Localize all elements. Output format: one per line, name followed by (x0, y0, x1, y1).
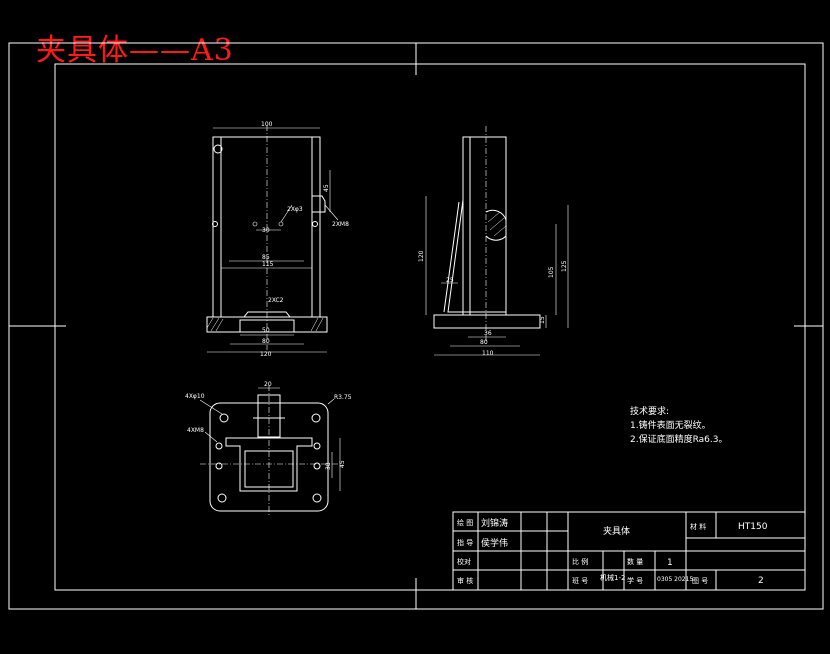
tb-class-value: 机械1-2 (600, 573, 625, 582)
dim-side-15: 15 (539, 316, 546, 324)
dim-front-50: 50 (262, 327, 270, 334)
dim-side-80: 80 (480, 339, 488, 346)
tb-qty-label: 数 量 (627, 557, 643, 566)
tech-requirements: 技术要求: 1.铸件表面无裂纹。 2.保证底面精度Ra6.3。 (630, 405, 727, 445)
dim-side-36: 36 (484, 330, 492, 337)
dim-side-105: 105 (548, 266, 555, 278)
tb-class-label: 班 号 (572, 576, 588, 585)
dim-side-110: 110 (482, 350, 494, 357)
tb-drawing-no-value: 2 (758, 576, 764, 586)
dim-front-85: 85 (262, 254, 270, 261)
tb-id-label: 学 号 (627, 576, 643, 585)
dim-side-25: 25 (446, 277, 454, 284)
tb-draw-label: 绘 图 (457, 518, 473, 527)
dim-front-100: 100 (261, 121, 273, 128)
dim-side-125: 125 (561, 260, 568, 272)
front-view: 100 45 2Xφ3 2XM8 30 85 115 2XC2 50 80 12… (206, 121, 349, 358)
dim-front-hole: 2Xφ3 (287, 206, 303, 213)
tech-item-2: 2.保证底面精度Ra6.3。 (630, 433, 727, 445)
dim-top-bolts: 4XM8 (187, 427, 204, 434)
dim-front-bolt: 2XM8 (332, 221, 349, 228)
dim-top-radius: R3.75 (334, 394, 352, 401)
tb-scale-label: 比 例 (572, 557, 588, 566)
dim-side-120: 120 (418, 250, 425, 262)
dim-front-120: 120 (260, 351, 272, 358)
tb-review-label: 审 核 (457, 576, 473, 585)
dim-top-20: 20 (264, 381, 272, 388)
dim-front-slot: 2XC2 (268, 297, 284, 304)
side-view: 120 105 125 25 15 36 80 110 (418, 126, 569, 357)
inner-frame (54, 63, 806, 591)
top-view: 20 4Xφ10 4XM8 R3.75 38 45 (185, 381, 352, 516)
centering-marks (9, 43, 823, 609)
tb-draw-name: 刘锦涛 (481, 517, 508, 529)
dim-front-115: 115 (262, 261, 274, 268)
dim-top-45: 45 (339, 460, 346, 468)
tb-check-label: 校对 (457, 557, 471, 566)
tb-material-value: HT150 (738, 522, 768, 532)
dim-front-80: 80 (262, 338, 270, 345)
tb-qty-value: 1 (667, 558, 673, 568)
tb-part-name: 夹具体 (603, 525, 630, 537)
tech-item-1: 1.铸件表面无裂纹。 (630, 419, 711, 431)
tb-guide-label: 指 导 (457, 538, 473, 547)
title-block: 绘 图 刘锦涛 指 导 侯学伟 校对 审 核 夹具体 材 料 HT150 比 例… (452, 511, 806, 591)
dim-top-holes: 4Xφ10 (185, 393, 205, 400)
tb-drawing-no-label: 图 号 (692, 577, 708, 585)
dim-top-38: 38 (325, 462, 332, 470)
tb-material-label: 材 料 (690, 522, 706, 531)
dim-front-45: 45 (323, 184, 330, 192)
tb-id-value: 0305 20215 (657, 576, 693, 583)
tech-heading: 技术要求: (630, 405, 669, 417)
dim-front-30: 30 (262, 227, 270, 234)
sheet-title: 夹具体——A3 (36, 33, 234, 68)
tb-guide-name: 侯学伟 (481, 537, 508, 549)
